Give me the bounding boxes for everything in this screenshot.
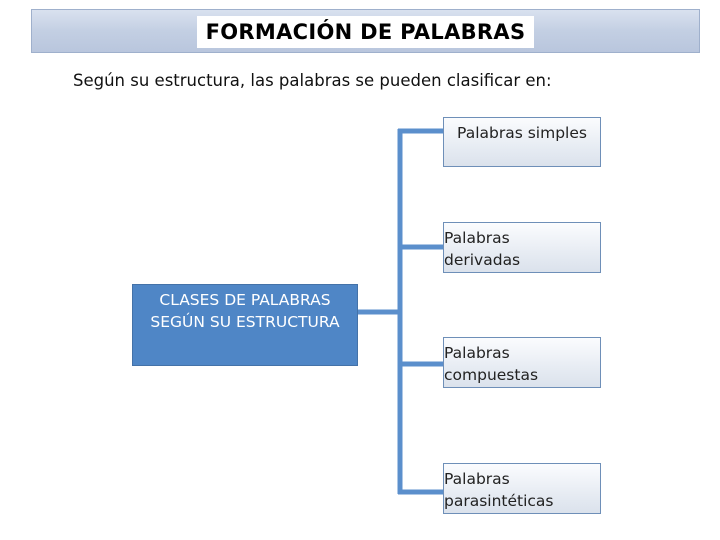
child-node-parasinteticas: Palabras parasintéticas (443, 463, 601, 514)
title-bar: FORMACIÓN DE PALABRAS (31, 9, 700, 53)
child-label: Palabras simples (457, 124, 587, 142)
child-label-line1: Palabras (444, 470, 510, 488)
child-node-derivadas: Palabras derivadas (443, 222, 601, 273)
child-label-line2: parasintéticas (444, 492, 554, 510)
child-label-line1: Palabras (444, 344, 510, 362)
intro-text: Según su estructura, las palabras se pue… (73, 71, 552, 90)
child-label-line2: derivadas (444, 251, 521, 269)
root-label-line1: CLASES DE PALABRAS (159, 291, 331, 309)
child-label-line2: compuestas (444, 366, 539, 384)
root-node: CLASES DE PALABRAS SEGÚN SU ESTRUCTURA (132, 284, 358, 366)
child-label-line1: Palabras (444, 229, 510, 247)
root-label-line2: SEGÚN SU ESTRUCTURA (150, 313, 340, 331)
child-node-simples: Palabras simples (443, 117, 601, 167)
child-node-compuestas: Palabras compuestas (443, 337, 601, 388)
page-title: FORMACIÓN DE PALABRAS (196, 16, 535, 48)
